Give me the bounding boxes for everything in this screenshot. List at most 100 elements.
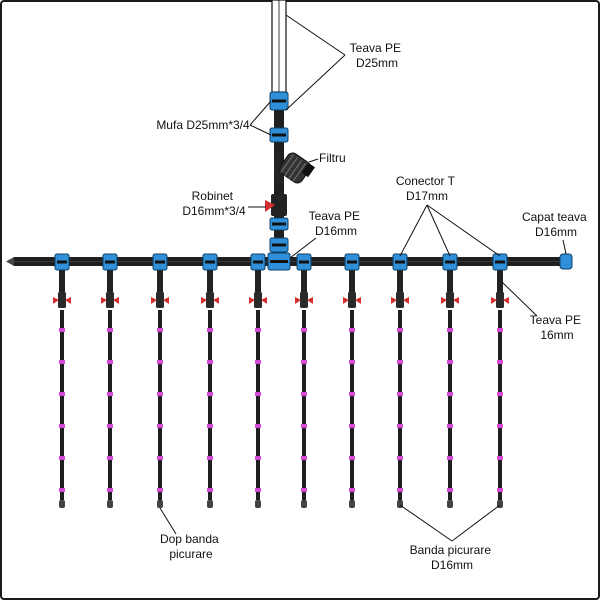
conector-t-5-band [253,260,263,264]
dripper-3-2 [157,360,163,364]
dripper-4-6 [207,488,213,492]
dripper-8-6 [397,488,403,492]
riser-tee-band [270,260,288,263]
header-left-end [6,257,14,266]
dripline-stem-8 [397,270,403,292]
label-banda-picurare: Banda picurare D16mm [410,543,495,572]
label-conector-t: Conector T D17mm [396,174,458,203]
dripper-8-4 [397,424,403,428]
dripper-2-5 [107,456,113,460]
dripline-valve-handle-3 [151,297,157,304]
dripper-1-1 [59,328,65,332]
dripline-stem-9 [447,270,453,292]
dripper-10-2 [497,360,503,364]
dop-banda-2 [107,500,113,508]
banda-picurare-4 [208,310,212,500]
dripline-valve-handle-right-1 [65,297,71,304]
filter-icon [279,152,315,184]
conector-t-8-band [395,260,405,264]
dripper-5-3 [255,392,261,396]
dripline-valve-handle-7 [343,297,349,304]
dripper-4-1 [207,328,213,332]
leader-mufa-a [249,100,272,126]
dripline-stem-3 [157,270,163,292]
dripline-valve-1 [58,292,66,308]
dripper-10-3 [497,392,503,396]
banda-picurare-8 [398,310,402,500]
dripline-valve-handle-8 [391,297,397,304]
leader-mufa-b [249,124,272,136]
dripper-9-2 [447,360,453,364]
dripper-7-6 [349,488,355,492]
dripline-valve-handle-right-6 [307,297,313,304]
banda-picurare-6 [302,310,306,500]
label-teava-pe-d25: Teava PE D25mm [350,41,405,70]
dripper-10-1 [497,328,503,332]
dripline-stem-10 [497,270,503,292]
dripline-valve-2 [106,292,114,308]
conector-t-9-band [445,260,455,264]
dripline-valve-handle-right-5 [261,297,267,304]
dripper-4-3 [207,392,213,396]
dripline-valve-handle-1 [53,297,59,304]
dripline-valve-3 [156,292,164,308]
banda-picurare-1 [60,310,64,500]
leader-filtru [308,158,319,163]
conector-t-3-band [155,260,165,264]
dripper-4-5 [207,456,213,460]
banda-picurare-2 [108,310,112,500]
dripline-valve-4 [206,292,214,308]
dripper-7-5 [349,456,355,460]
dripline-valve-handle-right-4 [213,297,219,304]
banda-picurare-10 [498,310,502,500]
dripline-valve-handle-5 [249,297,255,304]
dripper-2-6 [107,488,113,492]
dripline-valve-7 [348,292,356,308]
dop-banda-5 [255,500,261,508]
conector-t-10-band [495,260,505,264]
leader-teava-d25-b [285,54,346,111]
dripper-8-5 [397,456,403,460]
label-robinet: Robinet D16mm*3/4 [182,189,246,218]
dripline-valve-handle-2 [101,297,107,304]
dripline-valve-8 [396,292,404,308]
banda-picurare-5 [256,310,260,500]
dripper-5-5 [255,456,261,460]
dripline-stem-7 [349,270,355,292]
label-mufa: Mufa D25mm*3/4 [156,118,250,132]
label-teava-pe-16: Teava PE 16mm [530,313,585,342]
robinet-coupler-band [272,222,286,226]
dripper-4-2 [207,360,213,364]
filter-cap [301,162,315,178]
dripper-2-2 [107,360,113,364]
leader-banda-picurare-a [399,504,453,542]
banda-picurare-9 [448,310,452,500]
dripline-valve-handle-9 [441,297,447,304]
dripper-10-5 [497,456,503,460]
leader-capat-teava [562,239,567,255]
conector-t-6-band [299,260,309,264]
leader-teava-pe-16 [501,281,538,317]
banda-picurare-3 [158,310,162,500]
dripline-valve-10 [496,292,504,308]
dripline-valve-handle-right-2 [113,297,119,304]
dripper-7-4 [349,424,355,428]
dripper-3-6 [157,488,163,492]
dripline-stem-1 [59,270,65,292]
leader-banda-picurare-b [451,504,501,542]
dripper-6-5 [301,456,307,460]
mufa-coupler-top-band [272,99,286,103]
dripper-7-2 [349,360,355,364]
filter-body-stem [274,150,284,186]
leader-conector-t-c [426,204,501,257]
dripper-6-4 [301,424,307,428]
dop-banda-3 [157,500,163,508]
dripper-1-4 [59,424,65,428]
dripper-8-3 [397,392,403,396]
dripline-valve-handle-10 [491,297,497,304]
filter-rib [292,162,307,182]
dripper-9-5 [447,456,453,460]
filter-rib [288,160,302,179]
